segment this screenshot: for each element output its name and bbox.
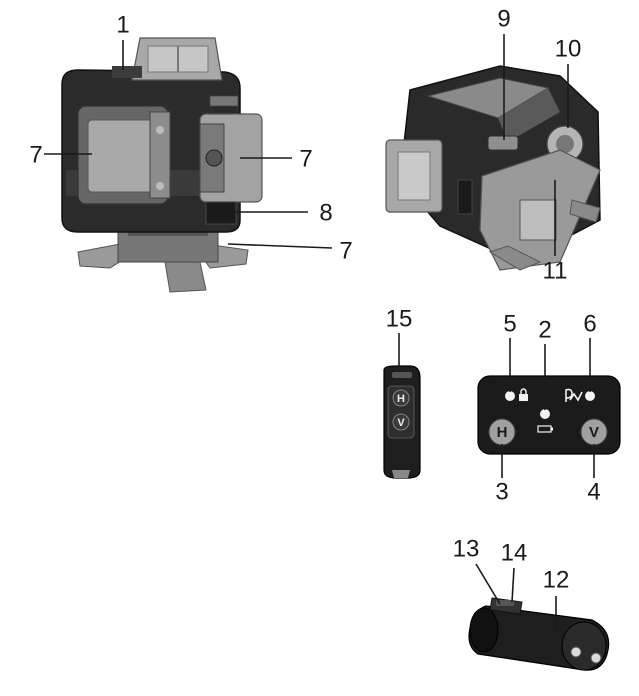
lock-led [505, 391, 515, 401]
callout-10: 10 [555, 35, 582, 62]
callout-9: 9 [497, 5, 510, 32]
callout-7-base: 7 [339, 237, 352, 264]
v-button-label: V [589, 424, 599, 441]
tilt-icon [565, 388, 583, 402]
callout-3: 3 [495, 478, 508, 505]
tilt-led [585, 391, 595, 401]
callout-14: 14 [501, 539, 528, 566]
callout-7-left: 7 [29, 141, 42, 168]
battery-icon [537, 425, 553, 433]
remote-v-button: V [397, 417, 405, 429]
callout-2: 2 [538, 316, 551, 343]
lock-icon [519, 388, 528, 401]
remote-control: H V [383, 365, 421, 479]
callout-8: 8 [319, 199, 332, 226]
callout-5: 5 [503, 310, 516, 337]
h-button-label: H [497, 424, 508, 441]
callout-6: 6 [583, 310, 596, 337]
callout-13: 13 [453, 535, 480, 562]
remote-h-button: H [397, 393, 405, 405]
callout-12: 12 [543, 566, 570, 593]
callout-11: 11 [543, 257, 568, 284]
laser-level-rear-view [385, 65, 601, 271]
callout-1: 1 [116, 11, 129, 38]
control-panel: H V [477, 375, 621, 455]
callout-7-right: 7 [299, 145, 312, 172]
callout-4: 4 [587, 478, 600, 505]
battery-led [540, 409, 550, 419]
leader-lines [44, 34, 595, 634]
callout-15: 15 [386, 305, 413, 332]
laser-level-front-view [61, 37, 263, 293]
callout-numbers: 1 7 7 8 7 9 10 11 15 5 2 6 3 4 13 14 12 [29, 5, 600, 593]
battery-pack [468, 597, 610, 671]
